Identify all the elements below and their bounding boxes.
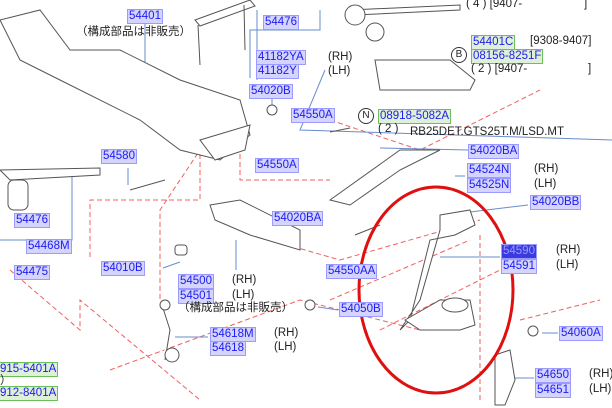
part-54050B[interactable]: 54050B — [339, 302, 383, 317]
rh-label: (RH) — [274, 327, 299, 339]
rh-label: (RH) — [328, 51, 353, 63]
part-54590-selected[interactable]: 54590 — [501, 244, 537, 259]
rh-label: (RH) — [534, 163, 559, 175]
rh-label: (RH) — [589, 368, 612, 380]
part-54524N[interactable]: 54524N — [467, 163, 512, 178]
part-54401[interactable]: 54401 — [127, 9, 163, 24]
part-54020BA[interactable]: 54020BA — [272, 211, 324, 226]
part-54476[interactable]: 54476 — [14, 213, 50, 228]
lh-label: (LH) — [589, 383, 612, 395]
circle-n-marker: N — [358, 108, 374, 124]
part-54525N[interactable]: 54525N — [467, 178, 512, 193]
lh-label: (LH) — [556, 259, 579, 271]
part-54550A[interactable]: 54550A — [291, 108, 335, 123]
lh-label: (LH) — [274, 341, 297, 353]
part-54020B[interactable]: 54020B — [249, 84, 293, 99]
part-54580[interactable]: 54580 — [101, 149, 137, 164]
bracket-close: ] — [584, 0, 588, 10]
circle-b-marker: B — [451, 47, 467, 63]
part-54591[interactable]: 54591 — [501, 259, 537, 274]
paren-fragment: ） — [0, 375, 12, 387]
part-54618M[interactable]: 54618M — [210, 327, 256, 342]
part-54401C[interactable]: 54401C — [471, 35, 516, 50]
part-54468M[interactable]: 54468M — [26, 239, 72, 254]
part-912-8401A[interactable]: 912-8401A — [0, 386, 59, 401]
bracket-close: ] — [588, 63, 592, 75]
part-08918-5082A[interactable]: 08918-5082A — [378, 109, 452, 124]
part-54550AA[interactable]: 54550AA — [326, 264, 378, 279]
date-range: [9308-9407] — [530, 35, 592, 47]
upper-link — [328, 149, 441, 206]
part-54020BA[interactable]: 54020BA — [468, 144, 520, 159]
part-54500[interactable]: 54500 — [178, 274, 214, 289]
subframe — [0, 9, 251, 161]
part-54475[interactable]: 54475 — [14, 265, 50, 280]
qty-note: ( 2 ) [9407- — [471, 63, 528, 75]
part-54618[interactable]: 54618 — [210, 341, 246, 356]
part-915-5401A[interactable]: 915-5401A — [0, 362, 59, 377]
part-54550A[interactable]: 54550A — [255, 158, 299, 173]
rh-label: (RH) — [556, 244, 581, 256]
part-54650[interactable]: 54650 — [535, 368, 571, 383]
part-outlines — [0, 0, 539, 406]
not-sold-note: （構成部品は非販売） — [178, 302, 293, 314]
rh-label: (RH) — [232, 274, 257, 286]
part-54501[interactable]: 54501 — [178, 289, 214, 304]
bracket — [348, 4, 461, 16]
part-54476[interactable]: 54476 — [263, 15, 299, 30]
part-41182Y[interactable]: 41182Y — [256, 64, 299, 79]
qty-note: ( 2 ) — [378, 123, 399, 135]
part-08156-8251F[interactable]: 08156-8251F — [471, 49, 544, 64]
lh-label: (LH) — [328, 65, 351, 77]
part-54060A[interactable]: 54060A — [559, 326, 603, 341]
part-54020BB[interactable]: 54020BB — [530, 195, 582, 210]
highlight-circle — [357, 185, 515, 395]
part-54651[interactable]: 54651 — [535, 383, 571, 398]
model-note: RB25DET.GTS25T.M/LSD.MT — [410, 126, 565, 138]
lh-label: (LH) — [534, 178, 557, 190]
upper-arm — [209, 199, 301, 251]
part-41182YA[interactable]: 41182YA — [256, 50, 306, 65]
not-sold-note: （構成部品は非販売） — [76, 26, 191, 38]
part-54010B[interactable]: 54010B — [101, 261, 145, 276]
lower-control-arm — [399, 209, 476, 331]
lh-label: (LH) — [232, 289, 255, 301]
qty-note: ( 4 ) [9407- — [466, 0, 523, 10]
